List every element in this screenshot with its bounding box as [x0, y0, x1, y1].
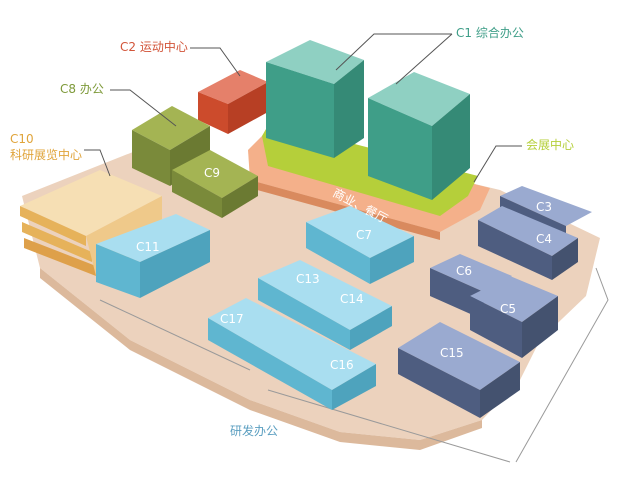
c11-top	[96, 214, 210, 262]
c9-front	[172, 170, 222, 218]
label-c1[interactable]: C1 综合办公	[456, 26, 524, 40]
c11-side	[140, 230, 210, 298]
label-c2[interactable]: C2 运动中心	[120, 40, 188, 54]
c13-c14-side	[350, 306, 392, 350]
building-c14[interactable]: C14	[340, 292, 364, 306]
building-c17[interactable]: C17	[220, 312, 244, 326]
c1-tower2-side	[432, 94, 470, 200]
leader-c1	[335, 33, 452, 71]
c5-front	[470, 296, 522, 358]
label-c10-name[interactable]: 科研展览中心	[10, 148, 83, 162]
label-c10-code[interactable]: C10	[10, 132, 34, 146]
c1-tower1-top	[266, 40, 364, 84]
c15-top	[398, 322, 520, 390]
c4-side	[552, 238, 578, 280]
c1-tower1-side	[334, 60, 364, 158]
c4-front	[478, 220, 552, 280]
frame-line-bottom	[267, 389, 511, 463]
c2-top	[198, 70, 268, 104]
leader-c1b	[395, 33, 453, 85]
building-c15[interactable]: C15	[440, 346, 464, 360]
c10-tier1	[20, 206, 86, 246]
building-c5[interactable]: C5	[500, 302, 517, 316]
building-c4[interactable]: C4	[536, 232, 553, 246]
label-rnd[interactable]: 研发办公	[230, 424, 279, 438]
c15-side	[480, 362, 520, 418]
leader-c10	[84, 149, 111, 177]
label-conference[interactable]: 会展中心	[526, 138, 575, 152]
building-c7[interactable]: C7	[356, 228, 373, 242]
c7-top	[306, 206, 414, 258]
c13-c14-front	[258, 278, 350, 350]
c17-c16-side	[332, 364, 376, 410]
leader-c8	[110, 89, 177, 127]
c2-front	[198, 92, 228, 134]
c5-side	[522, 296, 558, 358]
c5-top	[470, 276, 558, 322]
building-c3[interactable]: C3	[536, 200, 553, 214]
leader-conference	[473, 145, 522, 183]
c2-side	[228, 82, 268, 134]
label-c8[interactable]: C8 办公	[60, 82, 104, 96]
c8-top	[132, 106, 210, 150]
frame-line-left	[99, 299, 251, 371]
c17-c16-top	[208, 298, 376, 390]
c15-front	[398, 348, 480, 418]
c6-top	[430, 254, 512, 292]
c3-top	[500, 186, 592, 226]
c10-tier3	[24, 238, 96, 276]
c9-side	[222, 176, 258, 218]
c10-tier2	[22, 222, 92, 262]
c9-top	[172, 150, 258, 198]
c1-tower2-front	[368, 98, 432, 200]
frame-line-right	[515, 267, 609, 463]
c1-tower2-top	[368, 72, 470, 126]
c17-c16-front	[208, 318, 332, 410]
c1-tower1-front	[266, 62, 334, 158]
c10-top	[20, 170, 162, 236]
c4-top	[478, 206, 578, 256]
leader-c2	[190, 47, 241, 77]
c13-c14-top	[258, 260, 392, 330]
building-c13[interactable]: C13	[296, 272, 320, 286]
ground-dark-edge	[40, 268, 482, 450]
c8-front	[132, 130, 170, 186]
c11-front	[96, 244, 140, 298]
building-c16[interactable]: C16	[330, 358, 354, 372]
building-c6[interactable]: C6	[456, 264, 473, 278]
c7-side	[370, 236, 414, 284]
building-c9[interactable]: C9	[204, 166, 221, 180]
building-c11[interactable]: C11	[136, 240, 160, 254]
c7-front	[306, 222, 370, 284]
